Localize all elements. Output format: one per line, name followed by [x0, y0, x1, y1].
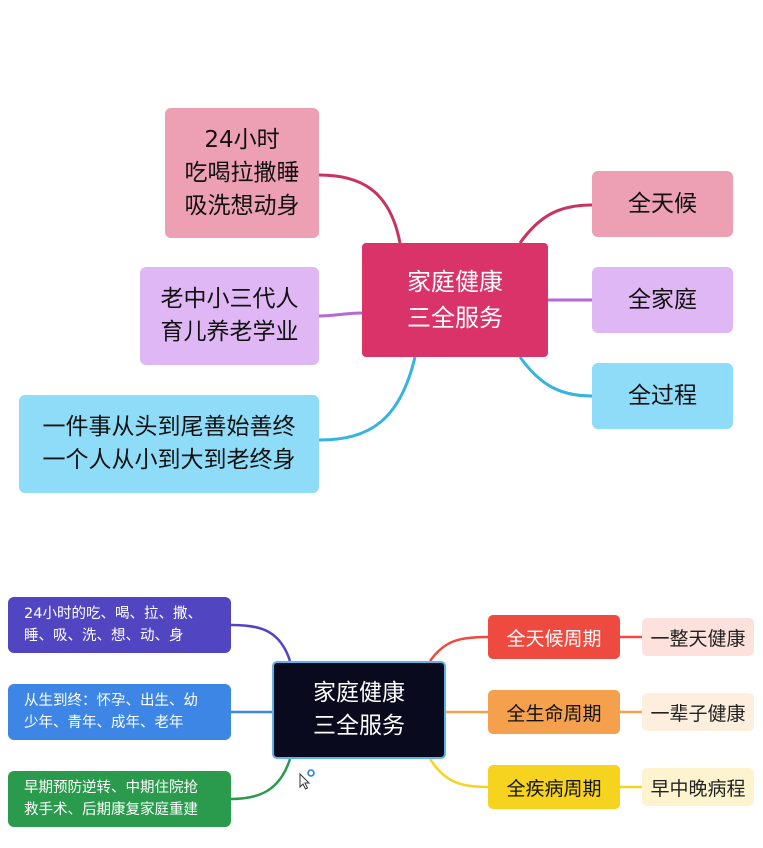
bottom-center-line1: 家庭健康 — [313, 680, 405, 706]
top-right-node-2: 全家庭 — [592, 267, 733, 333]
link-top-left-2 — [318, 311, 363, 318]
top-right-node-3: 全过程 — [592, 363, 733, 429]
bottom-mid-node-2: 全生命周期 — [488, 690, 620, 734]
top-right-2-label: 全家庭 — [628, 286, 697, 313]
bottom-mid-1-label: 全天候周期 — [506, 627, 602, 650]
top-left-3-line1: 一件事从头到尾善始善终 — [42, 414, 296, 440]
link-top-left-1 — [318, 173, 402, 244]
mouse-pointer-icon — [299, 769, 315, 790]
bottom-left-node-1: 24小时的吃、喝、拉、撒、 睡、吸、洗、想、动、身 — [8, 597, 231, 653]
bottom-left-3-line1: 早期预防逆转、中期住院抢 — [24, 780, 198, 796]
top-right-node-1: 全天候 — [592, 171, 733, 237]
bottom-center-node: 家庭健康 三全服务 — [272, 661, 446, 759]
bottom-right-2-label: 一辈子健康 — [650, 702, 746, 725]
link-bottom-left-3 — [230, 758, 292, 801]
bottom-right-3-label: 早中晚病程 — [650, 777, 746, 800]
link-bottom-mid-3 — [428, 758, 489, 789]
top-center-line2: 三全服务 — [407, 304, 503, 332]
link-top-right-3 — [518, 356, 593, 398]
top-left-3-line2: 一个人从小到大到老终身 — [42, 447, 296, 473]
top-center-line1: 家庭健康 — [407, 268, 503, 296]
bottom-left-node-2: 从生到终：怀孕、出生、幼 少年、青年、成年、老年 — [8, 684, 231, 740]
bottom-right-node-1: 一整天健康 — [642, 618, 754, 656]
top-left-1-line3: 吸洗想动身 — [184, 192, 300, 219]
bottom-mid-3-label: 全疾病周期 — [506, 777, 602, 800]
top-left-node-2: 老中小三代人 育儿养老学业 — [140, 267, 319, 365]
top-right-1-label: 全天候 — [628, 190, 697, 217]
link-top-right-1 — [518, 203, 593, 244]
bottom-left-1-line2: 睡、吸、洗、想、动、身 — [24, 628, 184, 644]
link-top-left-3 — [318, 356, 417, 442]
bottom-mid-node-3: 全疾病周期 — [488, 765, 620, 809]
top-left-node-3: 一件事从头到尾善始善终 一个人从小到大到老终身 — [19, 395, 319, 493]
bottom-mid-2-label: 全生命周期 — [506, 702, 602, 725]
bottom-left-2-line1: 从生到终：怀孕、出生、幼 — [24, 693, 198, 709]
bottom-right-node-3: 早中晚病程 — [642, 768, 754, 806]
top-left-node-1: 24小时 吃喝拉撒睡 吸洗想动身 — [165, 108, 319, 238]
bottom-left-3-line2: 救手术、后期康复家庭重建 — [24, 802, 198, 818]
top-left-1-line2: 吃喝拉撒睡 — [184, 159, 300, 186]
link-bottom-mid-1 — [428, 635, 489, 662]
top-left-2-line1: 老中小三代人 — [160, 286, 299, 312]
top-center-node: 家庭健康 三全服务 — [362, 243, 548, 357]
link-bottom-left-1 — [230, 623, 292, 662]
top-left-2-line2: 育儿养老学业 — [160, 319, 299, 345]
bottom-left-2-line2: 少年、青年、成年、老年 — [24, 715, 184, 731]
bottom-left-1-line1: 24小时的吃、喝、拉、撒、 — [24, 606, 202, 622]
bottom-right-1-label: 一整天健康 — [650, 627, 746, 650]
bottom-left-node-3: 早期预防逆转、中期住院抢 救手术、后期康复家庭重建 — [8, 771, 231, 827]
bottom-mid-node-1: 全天候周期 — [488, 615, 620, 659]
top-left-1-line1: 24小时 — [204, 126, 280, 153]
bottom-right-node-2: 一辈子健康 — [642, 693, 754, 731]
top-right-3-label: 全过程 — [628, 382, 697, 409]
bottom-center-line2: 三全服务 — [313, 713, 405, 739]
